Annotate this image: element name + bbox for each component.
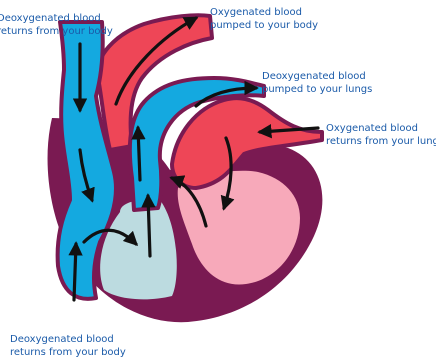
- label-line: returns from your body: [0, 25, 113, 38]
- label-line: pumped to your lungs: [262, 83, 372, 96]
- label-line: Deoxygenated blood: [0, 12, 113, 25]
- label-line: Deoxygenated blood: [262, 70, 372, 83]
- label-line: returns from your body: [10, 346, 126, 359]
- label-oxygenated-returns-lungs: Oxygenated blood returns from your lungs: [326, 122, 436, 148]
- flow-arrow: [74, 244, 76, 300]
- flow-arrow: [148, 196, 150, 256]
- label-line: returns from your lungs: [326, 135, 436, 148]
- label-line: Deoxygenated blood: [10, 333, 126, 346]
- label-line: Oxygenated blood: [326, 122, 436, 135]
- label-line: pumped to your body: [210, 19, 318, 32]
- label-deoxygenated-pumped-lungs: Deoxygenated blood pumped to your lungs: [262, 70, 372, 96]
- label-oxygenated-pumped-body: Oxygenated blood pumped to your body: [210, 6, 318, 32]
- label-deoxygenated-returns-body-bottom: Deoxygenated blood returns from your bod…: [10, 333, 126, 359]
- flow-arrow: [138, 128, 140, 180]
- label-deoxygenated-returns-body-top: Deoxygenated blood returns from your bod…: [0, 12, 113, 38]
- label-line: Oxygenated blood: [210, 6, 318, 19]
